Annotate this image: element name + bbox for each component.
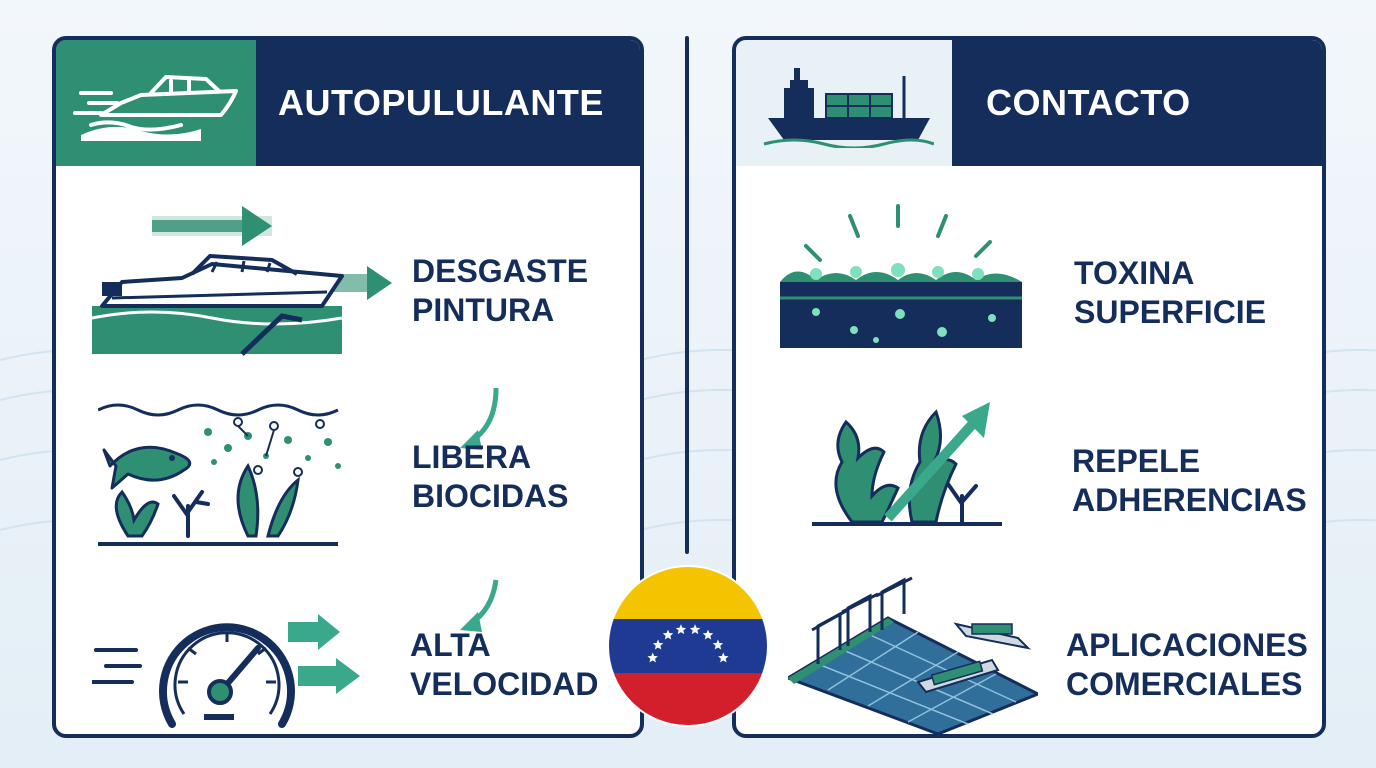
speedometer-icon bbox=[92, 614, 360, 728]
marine-life-biocide-icon bbox=[98, 403, 341, 546]
speedboat-wake-icon bbox=[92, 206, 392, 356]
flag-star-icon bbox=[652, 639, 664, 650]
row-libera-biocidas: LIBERA BIOCIDAS bbox=[56, 396, 640, 576]
flag-star-icon bbox=[712, 639, 724, 650]
seaweed-repel-icon bbox=[812, 402, 1002, 526]
contacto-header: CONTACTO bbox=[736, 40, 1322, 166]
aplicaciones-comerciales-label: APLICACIONES COMERCIALES bbox=[1066, 627, 1308, 702]
contacto-body: TOXINA SUPERFICIE REPELE ADHERENCIAS bbox=[736, 166, 1322, 734]
row-repele-adherencias: REPELE ADHERENCIAS bbox=[736, 392, 1322, 572]
flag-star-icon bbox=[702, 629, 714, 640]
row-toxina-superficie: TOXINA SUPERFICIE bbox=[736, 202, 1322, 382]
autopululante-body: DESGASTE PINTURA bbox=[56, 166, 640, 734]
flag-star-icon bbox=[647, 652, 658, 663]
panel-divider bbox=[685, 36, 689, 554]
flag-star-icon bbox=[718, 652, 729, 663]
venezuela-flag-icon bbox=[607, 565, 769, 727]
flag-star-icon bbox=[662, 629, 674, 640]
curved-arrow-icon bbox=[460, 579, 499, 632]
speedboat-icon bbox=[56, 40, 256, 166]
alta-velocidad-label: ALTA VELOCIDAD bbox=[410, 627, 599, 702]
row-alta-velocidad: ALTA VELOCIDAD bbox=[56, 584, 640, 734]
cargo-ship-icon bbox=[736, 40, 952, 166]
contacto-title: CONTACTO bbox=[986, 82, 1191, 123]
commercial-port-icon bbox=[788, 576, 1038, 734]
libera-biocidas-label: LIBERA BIOCIDAS bbox=[412, 439, 569, 514]
autopululante-title: AUTOPULULANTE bbox=[278, 82, 604, 123]
autopululante-panel: AUTOPULULANTE DESGASTE PINTUR bbox=[52, 36, 644, 738]
toxina-superficie-label: TOXINA SUPERFICIE bbox=[1074, 255, 1267, 330]
row-aplicaciones-comerciales: APLICACIONES COMERCIALES bbox=[736, 574, 1322, 734]
desgaste-pintura-label: DESGASTE PINTURA bbox=[412, 253, 589, 328]
flag-star-icon bbox=[675, 624, 687, 635]
contacto-panel: CONTACTO TOXINA S bbox=[732, 36, 1326, 738]
toxic-surface-icon bbox=[780, 204, 1022, 348]
autopululante-header: AUTOPULULANTE bbox=[56, 40, 640, 166]
flag-star-icon bbox=[689, 624, 701, 635]
curved-arrow-icon bbox=[460, 387, 499, 450]
row-desgaste-pintura: DESGASTE PINTURA bbox=[56, 206, 640, 386]
repele-adherencias-label: REPELE ADHERENCIAS bbox=[1072, 443, 1307, 518]
